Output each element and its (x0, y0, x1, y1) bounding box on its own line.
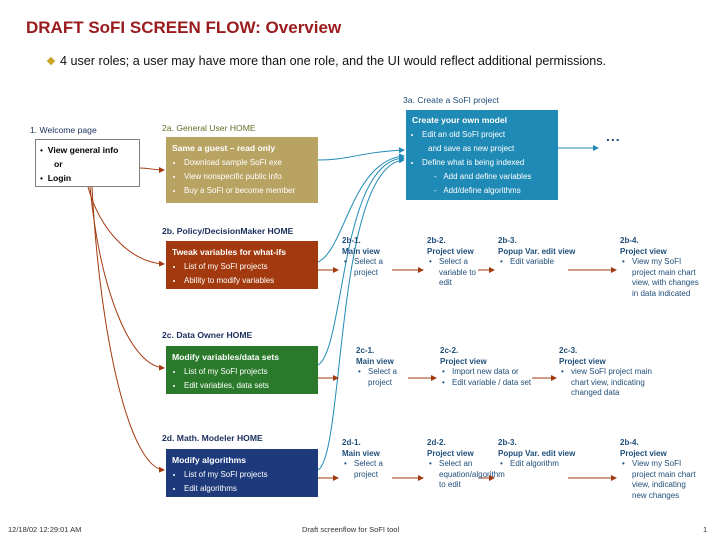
guest-box-title: Same a guest – read only (172, 143, 276, 153)
more-steps-ellipsis: ... (606, 128, 621, 144)
arrow-welcome-to-guest (139, 166, 165, 173)
welcome-or: or (54, 159, 63, 169)
owner-heading: 2c. Data Owner HOME (162, 330, 253, 340)
create-sub-algorithms[interactable]: - Add/define algorithms (434, 186, 521, 195)
step-id: 2d-2. (427, 438, 446, 447)
footer-date: 12/18/02 12:29:01 AM (8, 525, 82, 534)
policy-heading: 2b. Policy/DecisionMaker HOME (162, 226, 294, 236)
step-2c-1[interactable]: 2c-1. Main view Select a project (356, 346, 410, 388)
guest-item[interactable]: View nonspecific public info (184, 170, 312, 184)
policy-home-box[interactable]: Tweak variables for what-ifs List of my … (166, 241, 318, 289)
step-2d-4[interactable]: 2b-4. Project view View my SoFI project … (620, 438, 700, 501)
step-bullet: Select an equation/algorithm to edit (429, 459, 505, 491)
welcome-box: • View general info or • Login (35, 139, 140, 187)
step-id: 2b-3. (498, 438, 517, 447)
create-project-box[interactable]: Create your own model Edit an old SoFI p… (406, 110, 558, 200)
step-id: 2b-4. (620, 236, 639, 245)
math-home-box[interactable]: Modify algorithms List of my SoFI projec… (166, 449, 318, 497)
page-subtitle: 4 user roles; a user may have more than … (46, 54, 607, 68)
step-bullet: Select a project (358, 367, 410, 388)
welcome-item-view[interactable]: • View general info (40, 145, 119, 155)
step-name: Popup Var. edit view (498, 448, 576, 458)
step-name: Project view (559, 356, 606, 366)
step-id: 2b-3. (498, 236, 517, 245)
arrow-welcome-to-owner (89, 186, 165, 371)
guest-heading: 2a. General User HOME (162, 123, 256, 133)
step-name: Main view (342, 448, 380, 458)
policy-item[interactable]: List of my SoFI projects (184, 260, 312, 274)
math-item[interactable]: List of my SoFI projects (184, 468, 312, 482)
step-2b-2[interactable]: 2b-2. Project view Select a variable to … (427, 236, 479, 289)
step-id: 2c-3. (559, 346, 578, 355)
step-2d-3[interactable]: 2b-3. Popup Var. edit view Edit algorith… (498, 438, 598, 470)
step-2c-2[interactable]: 2c-2. Project view Import new data or Ed… (440, 346, 534, 388)
arrow-math-to-create (317, 157, 405, 471)
arrow-welcome-to-math (91, 186, 165, 473)
step-2b-1[interactable]: 2b-1. Main view Select a project (342, 236, 394, 278)
arrow-owner-to-create (317, 155, 405, 366)
create-item-define[interactable]: Define what is being indexed (422, 156, 552, 170)
create-sub-variables[interactable]: - Add and define variables (434, 172, 532, 181)
step-2b-4[interactable]: 2b-4. Project view View my SoFI project … (620, 236, 706, 299)
step-bullet: view SoFI project main chart view, indic… (561, 367, 659, 399)
step-id: 2b-2. (427, 236, 446, 245)
create-heading: 3a. Create a SoFI project (403, 95, 500, 105)
arrow-guest-to-create (317, 147, 405, 161)
math-item[interactable]: Edit algorithms (184, 482, 312, 496)
step-name: Project view (427, 246, 474, 256)
step-id: 2c-1. (356, 346, 375, 355)
step-id: 2c-2. (440, 346, 459, 355)
owner-item[interactable]: Edit variables, data sets (184, 379, 312, 393)
math-box-title: Modify algorithms (172, 455, 247, 465)
math-heading: 2d. Math. Modeler HOME (162, 433, 263, 443)
guest-item[interactable]: Buy a SoFI or become member (184, 184, 312, 198)
diamond-bullet-icon (46, 56, 56, 66)
step-name: Project view (620, 246, 667, 256)
owner-item[interactable]: List of my SoFI projects (184, 365, 312, 379)
step-bullet: Edit variable / data set (442, 378, 534, 389)
subtitle-text: 4 user roles; a user may have more than … (60, 54, 607, 68)
step-bullet: Edit variable (500, 257, 598, 268)
create-item-save-new: and save as new project (428, 144, 515, 153)
step-bullet: Select a project (344, 257, 394, 278)
step-bullet: View my SoFI project main chart view, wi… (622, 257, 706, 299)
step-name: Project view (620, 448, 667, 458)
welcome-heading: 1. Welcome page (30, 125, 97, 135)
arrow-policy-to-create (317, 153, 405, 263)
owner-box-title: Modify variables/data sets (172, 352, 279, 362)
step-name: Main view (356, 356, 394, 366)
guest-home-box[interactable]: Same a guest – read only Download sample… (166, 137, 318, 203)
step-bullet: Import new data or (442, 367, 534, 378)
step-2b-3[interactable]: 2b-3. Popup Var. edit view Edit variable (498, 236, 598, 268)
guest-item[interactable]: Download sample SoFI exe (184, 156, 312, 170)
step-2c-3[interactable]: 2c-3. Project view view SoFI project mai… (559, 346, 659, 399)
owner-home-box[interactable]: Modify variables/data sets List of my So… (166, 346, 318, 394)
step-name: Project view (440, 356, 487, 366)
footer-page-number: 1 (703, 525, 708, 534)
step-bullet: Select a project (344, 459, 394, 480)
page-title: DRAFT SoFI SCREEN FLOW: Overview (26, 18, 342, 37)
step-name: Main view (342, 246, 380, 256)
step-id: 2d-1. (342, 438, 361, 447)
policy-item[interactable]: Ability to modify variables (184, 274, 312, 288)
step-id: 2b-4. (620, 438, 639, 447)
create-box-title: Create your own model (412, 115, 508, 125)
welcome-item-login[interactable]: • Login (40, 173, 72, 183)
step-bullet: Edit algorithm (500, 459, 598, 470)
policy-box-title: Tweak variables for what-ifs (172, 247, 286, 257)
footer-caption: Draft screenflow for SoFI tool (302, 525, 400, 534)
step-name: Popup Var. edit view (498, 246, 576, 256)
step-bullet: Select a variable to edit (429, 257, 479, 289)
step-2d-1[interactable]: 2d-1. Main view Select a project (342, 438, 394, 480)
step-2d-2[interactable]: 2d-2. Project view Select an equation/al… (427, 438, 505, 491)
step-id: 2b-1. (342, 236, 361, 245)
step-bullet: View my SoFI project main chart view, in… (622, 459, 700, 501)
create-item-edit-old[interactable]: Edit an old SoFI project (422, 128, 552, 142)
step-name: Project view (427, 448, 474, 458)
